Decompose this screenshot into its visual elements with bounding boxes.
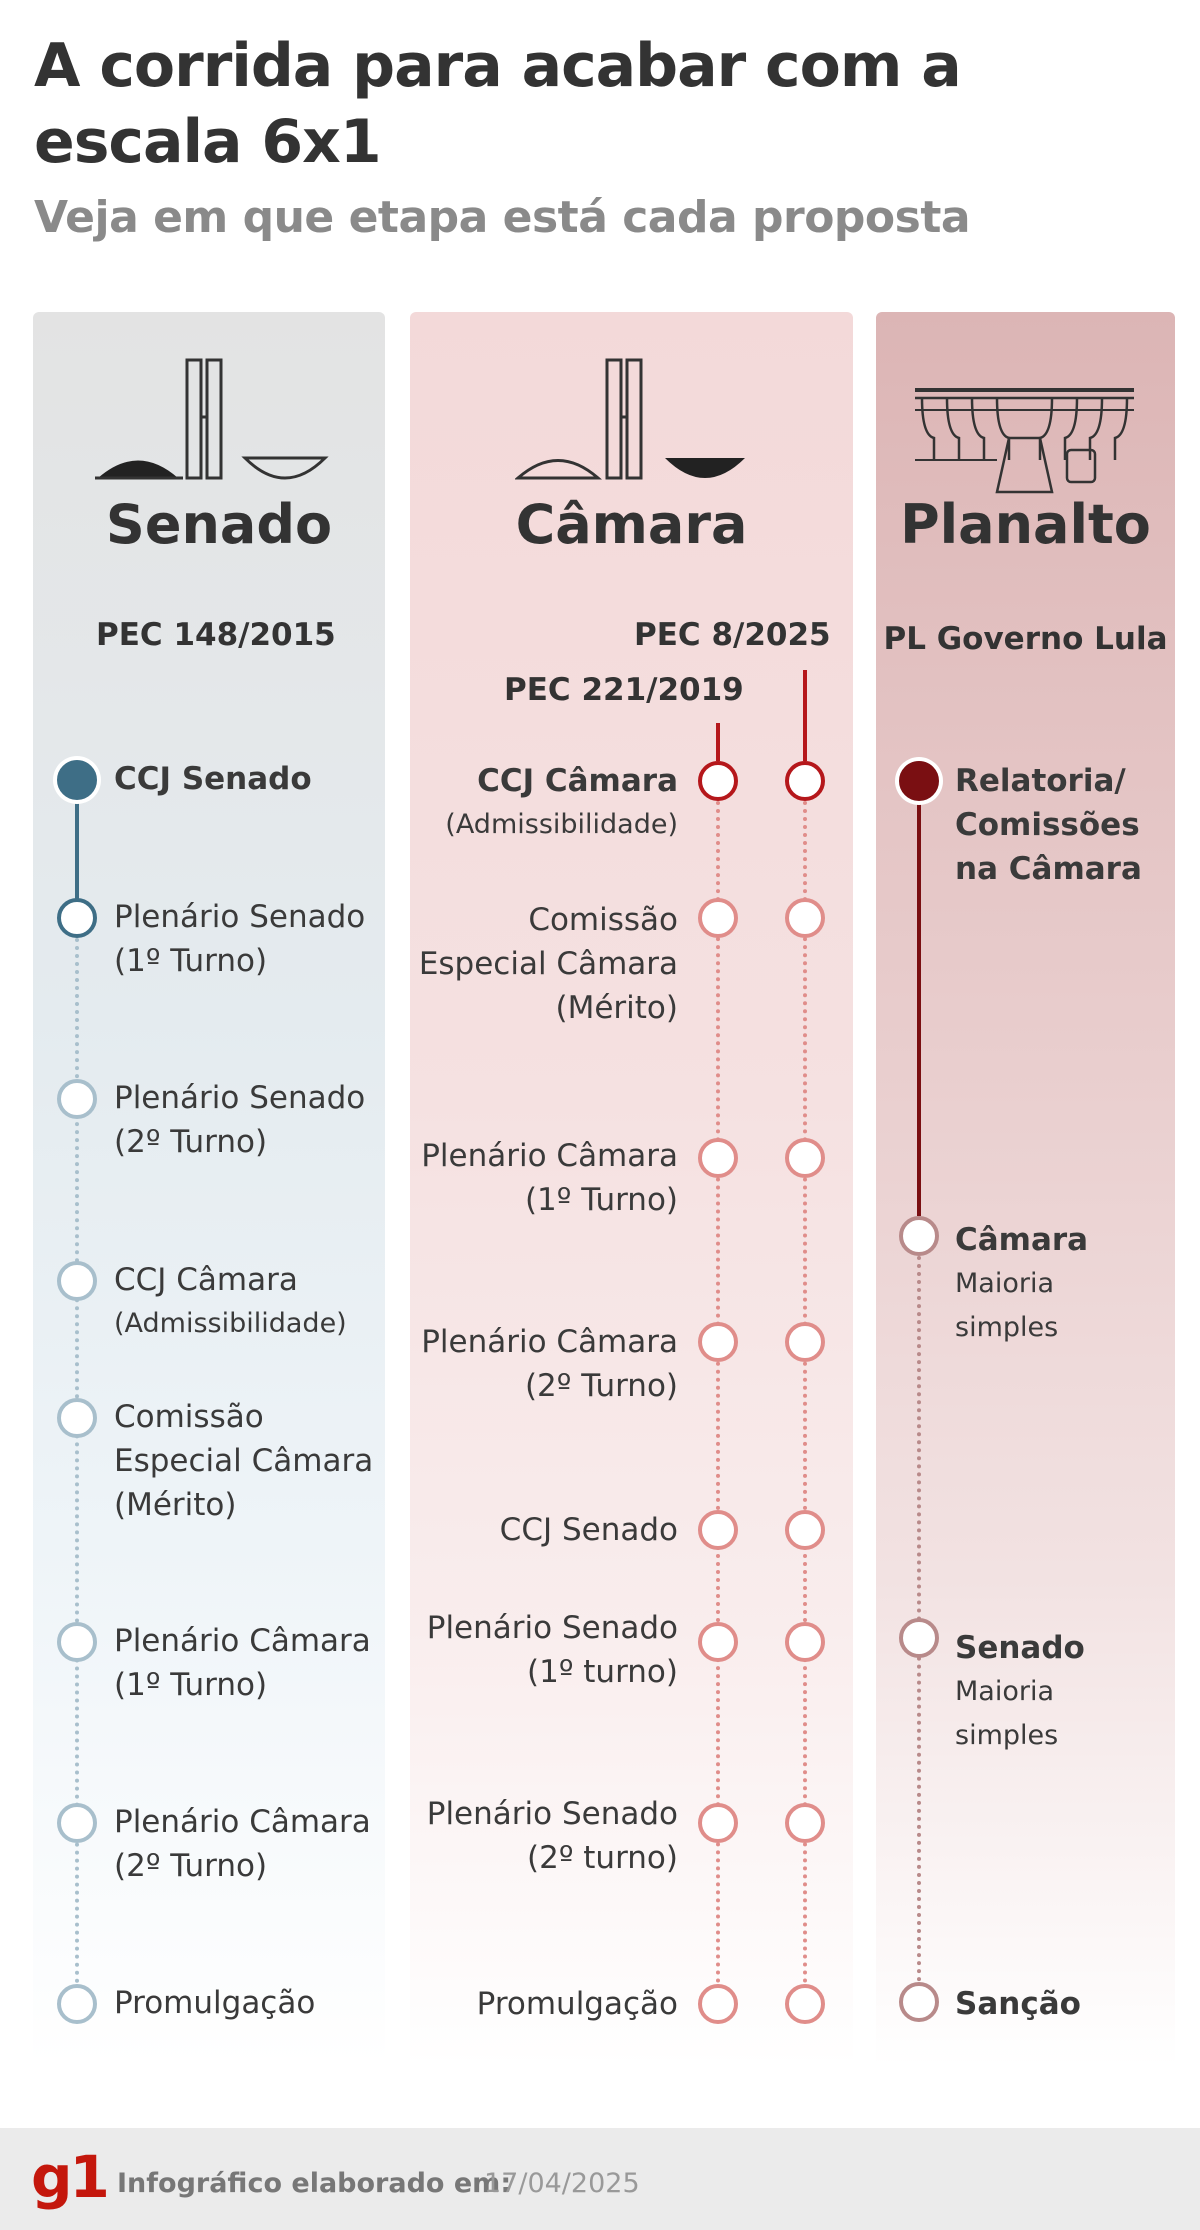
senado-step-node [57, 1261, 97, 1301]
camara-step-label-text: CCJ Senado [499, 1512, 678, 1548]
camara-step-label: Plenário Câmara (2º Turno) [412, 1320, 678, 1408]
g1-logo: g1 [31, 2143, 110, 2211]
senado-step-label: Promulgação [114, 1981, 384, 2025]
camara-pec-8-node [785, 1622, 825, 1662]
senado-step-node [57, 1079, 97, 1119]
page-title: A corrida para acabar com a escala 6x1 [34, 31, 962, 177]
camara-step-label-text: Plenário Senado (1º turno) [426, 1610, 678, 1690]
planalto-step-label-text: Sanção [955, 1986, 1081, 2022]
camara-step-label: Promulgação [412, 1982, 678, 2026]
senado-step-node [57, 760, 97, 800]
senado-step-label: Plenário Senado (1º Turno) [114, 895, 384, 983]
planalto-pl-label: PL Governo Lula [883, 621, 1168, 657]
camara-step-label: Plenário Câmara (1º Turno) [412, 1134, 678, 1222]
camara-pec-221-node [698, 1510, 738, 1550]
senado-progress-line [75, 780, 79, 918]
senado-step-label-text: Plenário Câmara (2º Turno) [114, 1804, 371, 1884]
senado-step-node [57, 1398, 97, 1438]
senado-congress-icon [95, 358, 329, 480]
planalto-title: Planalto [900, 493, 1151, 556]
senado-step-label: CCJ Senado [114, 757, 384, 801]
senado-step-node [57, 898, 97, 938]
senado-column [33, 312, 385, 2067]
planalto-step-node [899, 1618, 939, 1658]
senado-step-label-text: Comissão Especial Câmara (Mérito) [114, 1399, 374, 1523]
camara-pec-8-node [785, 1510, 825, 1550]
camara-column [410, 312, 853, 2067]
camara-pec-221-node [698, 761, 738, 801]
camara-pec-221-label: PEC 221/2019 [504, 672, 744, 708]
camara-step-label: Plenário Senado (1º turno) [412, 1606, 678, 1694]
camara-pec-221-node [698, 1803, 738, 1843]
senado-step-node [57, 1984, 97, 2024]
camara-pec-221-pending-line [716, 801, 720, 1984]
camara-step-label-note: (Admissibilidade) [445, 809, 678, 840]
footer-bar [0, 2128, 1200, 2230]
senado-step-label: Plenário Câmara (2º Turno) [114, 1800, 384, 1888]
senado-step-label-text: Promulgação [114, 1985, 316, 2021]
senado-step-label-note: (Admissibilidade) [114, 1308, 347, 1339]
camara-step-label: CCJ Senado [412, 1508, 678, 1552]
camara-pec-8-node [785, 1138, 825, 1178]
camara-pec-8-line [803, 670, 807, 761]
camara-pec-8-node [785, 1322, 825, 1362]
camara-pec-221-node [698, 1138, 738, 1178]
senado-step-label-text: Plenário Senado (1º Turno) [114, 899, 366, 979]
camara-step-label: CCJ Câmara (Admissibilidade) [412, 759, 678, 847]
camara-pec-8-node [785, 1803, 825, 1843]
planalto-column [876, 312, 1175, 2067]
senado-step-label: CCJ Câmara (Admissibilidade) [114, 1258, 384, 1346]
planalto-step-label-text: Câmara [955, 1222, 1089, 1258]
camara-title: Câmara [515, 493, 748, 556]
camara-step-label: Comissão Especial Câmara (Mérito) [412, 898, 678, 1030]
page-subtitle: Veja em que etapa está cada proposta [34, 192, 971, 243]
camara-pec-8-node [785, 898, 825, 938]
senado-step-label: Plenário Câmara (1º Turno) [114, 1619, 384, 1707]
footer-date: 17/04/2025 [484, 2168, 640, 2199]
camara-step-label-text: Plenário Senado (2º turno) [426, 1796, 678, 1876]
camara-pec-8-label: PEC 8/2025 [634, 617, 831, 653]
camara-pec-221-node [698, 1622, 738, 1662]
camara-congress-icon [515, 358, 745, 480]
senado-title: Senado [105, 493, 333, 556]
camara-pec-8-node [785, 1984, 825, 2024]
camara-step-label-text: Comissão Especial Câmara (Mérito) [418, 902, 678, 1026]
camara-step-label-text: Plenário Câmara (2º Turno) [421, 1324, 678, 1404]
planalto-step-node [899, 761, 939, 801]
planalto-step-label: Sanção [955, 1982, 1160, 2026]
camara-pec-221-node [698, 1322, 738, 1362]
senado-pec-label: PEC 148/2015 [96, 617, 336, 653]
camara-step-label: Plenário Senado (2º turno) [412, 1792, 678, 1880]
senado-step-label-text: Plenário Senado (2º Turno) [114, 1080, 366, 1160]
camara-pec-221-node [698, 898, 738, 938]
footer-label: Infográfico elaborado em: [117, 2168, 512, 2199]
planalto-step-label-text: Senado [955, 1630, 1085, 1666]
camara-step-label-text: Plenário Câmara (1º Turno) [421, 1138, 678, 1218]
camara-step-label-text: Promulgação [476, 1986, 678, 2022]
planalto-palace-icon [915, 388, 1134, 494]
senado-step-node [57, 1803, 97, 1843]
senado-step-label: Comissão Especial Câmara (Mérito) [114, 1395, 384, 1527]
senado-step-label-text: CCJ Câmara [114, 1262, 298, 1298]
senado-pending-line [75, 938, 79, 1984]
senado-step-label: Plenário Senado (2º Turno) [114, 1076, 384, 1164]
planalto-step-label-text: Relatoria/ Comissões na Câmara [955, 763, 1142, 887]
planalto-step-label-note: Maioria simples [955, 1268, 1059, 1343]
senado-step-node [57, 1622, 97, 1662]
camara-step-label-text: CCJ Câmara [477, 763, 678, 799]
camara-pec-8-node [785, 761, 825, 801]
planalto-step-node [899, 1982, 939, 2022]
camara-pec-8-pending-line [803, 801, 807, 1984]
planalto-step-node [899, 1216, 939, 1256]
camara-pec-221-line [716, 723, 720, 761]
senado-step-label-text: Plenário Câmara (1º Turno) [114, 1623, 371, 1703]
planalto-step-label-note: Maioria simples [955, 1676, 1059, 1751]
planalto-progress-line [917, 781, 921, 1216]
camara-pec-221-node [698, 1984, 738, 2024]
planalto-step-label: Relatoria/ Comissões na Câmara [955, 759, 1160, 891]
senado-step-label-text: CCJ Senado [114, 761, 312, 797]
